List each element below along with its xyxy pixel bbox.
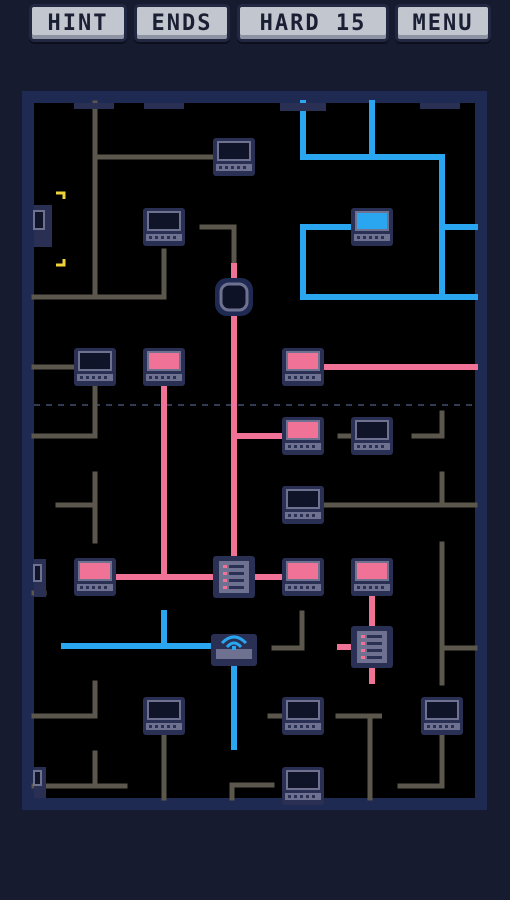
left-edge-terminal-3 [33, 767, 46, 798]
computer-terminal-pink[interactable] [281, 347, 325, 387]
server-rack[interactable] [351, 626, 393, 668]
board-play-area [34, 103, 475, 798]
menu-button[interactable]: MENU [395, 4, 491, 42]
computer-terminal-blue[interactable] [350, 207, 394, 247]
blue-network-cables[interactable] [61, 100, 478, 750]
computer-terminal[interactable] [212, 137, 256, 177]
puzzle-board [22, 91, 487, 810]
computer-terminal-pink[interactable] [281, 416, 325, 456]
left-edge-terminal[interactable] [33, 191, 66, 267]
computer-terminal[interactable] [281, 696, 325, 736]
computer-terminal-pink[interactable] [73, 557, 117, 597]
hub-node[interactable] [215, 278, 253, 316]
computer-terminal[interactable] [281, 485, 325, 525]
top-edge-terminals [74, 103, 460, 111]
computer-terminal-pink[interactable] [350, 557, 394, 597]
wifi-router[interactable] [211, 634, 257, 666]
computer-terminal[interactable] [142, 207, 186, 247]
left-edge-terminal-2 [33, 559, 46, 597]
selection-bracket [56, 191, 66, 267]
computer-terminal[interactable] [142, 696, 186, 736]
level-indicator-button[interactable]: HARD 15 [237, 4, 389, 42]
computer-terminal[interactable] [420, 696, 464, 736]
inactive-cables[interactable] [31, 100, 478, 801]
computer-terminal-pink[interactable] [142, 347, 186, 387]
computer-terminal[interactable] [350, 416, 394, 456]
puzzle-grid[interactable] [22, 91, 487, 810]
pink-network-cables[interactable] [111, 263, 478, 684]
ends-button[interactable]: ENDS [134, 4, 230, 42]
top-toolbar: HINT ENDS HARD 15 MENU [0, 0, 510, 52]
wifi-icon [220, 635, 248, 649]
server-rack[interactable] [213, 556, 255, 598]
computer-terminal[interactable] [281, 766, 325, 806]
hint-button[interactable]: HINT [29, 4, 127, 42]
computer-terminal[interactable] [73, 347, 117, 387]
computer-terminal-pink[interactable] [281, 557, 325, 597]
